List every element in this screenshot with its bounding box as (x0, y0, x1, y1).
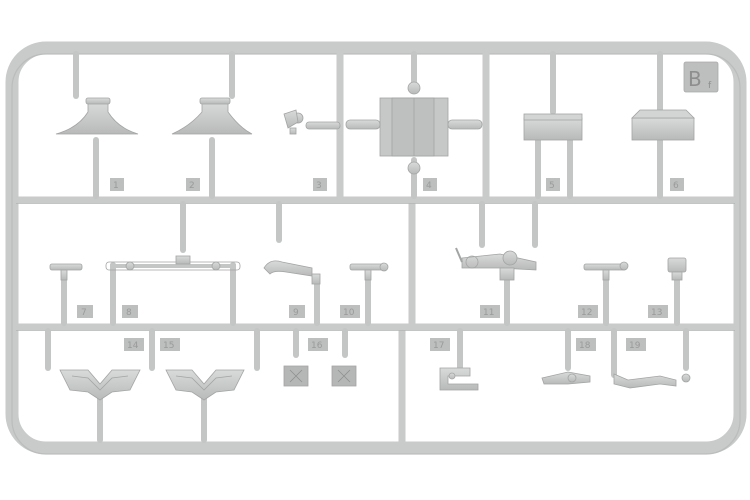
sprue-suffix: f (708, 81, 712, 91)
tag-19: 19 (626, 338, 646, 351)
svg-text:17: 17 (433, 341, 444, 351)
part-1-shape (55, 97, 139, 135)
part-14-shape (59, 369, 141, 401)
svg-text:8: 8 (126, 308, 132, 318)
part-12-shape (583, 261, 629, 281)
part-17-shape (439, 367, 479, 391)
part-6-shape (631, 109, 695, 141)
svg-text:2: 2 (189, 181, 195, 191)
part-9-shape (263, 260, 321, 285)
tag-3: 3 (313, 178, 327, 191)
sprue-frame (5, 41, 747, 455)
svg-text:6: 6 (673, 181, 679, 191)
part-11-shape (455, 247, 537, 281)
part-5-shape (523, 113, 583, 141)
part-10-shape (349, 262, 389, 281)
tag-11: 11 (480, 305, 500, 318)
svg-text:16: 16 (311, 341, 323, 351)
part-3-shape (283, 109, 341, 135)
tag-9: 9 (289, 305, 305, 318)
svg-text:4: 4 (426, 181, 432, 191)
part-18-shape (541, 371, 591, 385)
svg-text:11: 11 (483, 308, 494, 318)
tag-7: 7 (77, 305, 93, 318)
tag-10: 10 (340, 305, 360, 318)
part-2-shape (171, 97, 253, 135)
tag-4: 4 (423, 178, 437, 191)
part-15-shape (165, 369, 245, 401)
tag-5: 5 (546, 178, 560, 191)
tag-14: 14 (124, 338, 144, 351)
part-13-shape (667, 257, 687, 281)
tag-2: 2 (186, 178, 200, 191)
svg-text:5: 5 (549, 181, 555, 191)
svg-text:12: 12 (581, 308, 592, 318)
tag-6: 6 (670, 178, 684, 191)
sprue-runners (12, 48, 739, 448)
svg-text:9: 9 (293, 308, 299, 318)
sprue-gates (45, 51, 689, 443)
tag-18: 18 (576, 338, 596, 351)
svg-text:15: 15 (163, 341, 174, 351)
part-4-shape (345, 81, 483, 175)
svg-text:19: 19 (629, 341, 641, 351)
part-7-shape (49, 263, 83, 281)
part-8-shape (105, 255, 241, 271)
sprue-id-tag: B f (683, 61, 719, 93)
part-number-tags: 1 2 3 4 5 6 7 8 9 10 11 12 13 14 15 16 1… (77, 178, 684, 351)
svg-text:3: 3 (316, 181, 322, 191)
svg-text:1: 1 (113, 181, 119, 191)
svg-text:18: 18 (579, 341, 591, 351)
tag-15: 15 (160, 338, 180, 351)
tag-13: 13 (648, 305, 668, 318)
part-16-shape (283, 365, 357, 387)
svg-text:13: 13 (651, 308, 662, 318)
svg-text:7: 7 (81, 308, 87, 318)
tag-1: 1 (110, 178, 124, 191)
tag-8: 8 (122, 305, 138, 318)
sprue-letter: B (688, 67, 702, 91)
svg-text:10: 10 (343, 308, 355, 318)
tag-12: 12 (578, 305, 598, 318)
tag-17: 17 (430, 338, 450, 351)
part-19-shape (613, 373, 691, 389)
svg-text:14: 14 (127, 341, 139, 351)
tag-16: 16 (308, 338, 328, 351)
parts (49, 81, 695, 401)
